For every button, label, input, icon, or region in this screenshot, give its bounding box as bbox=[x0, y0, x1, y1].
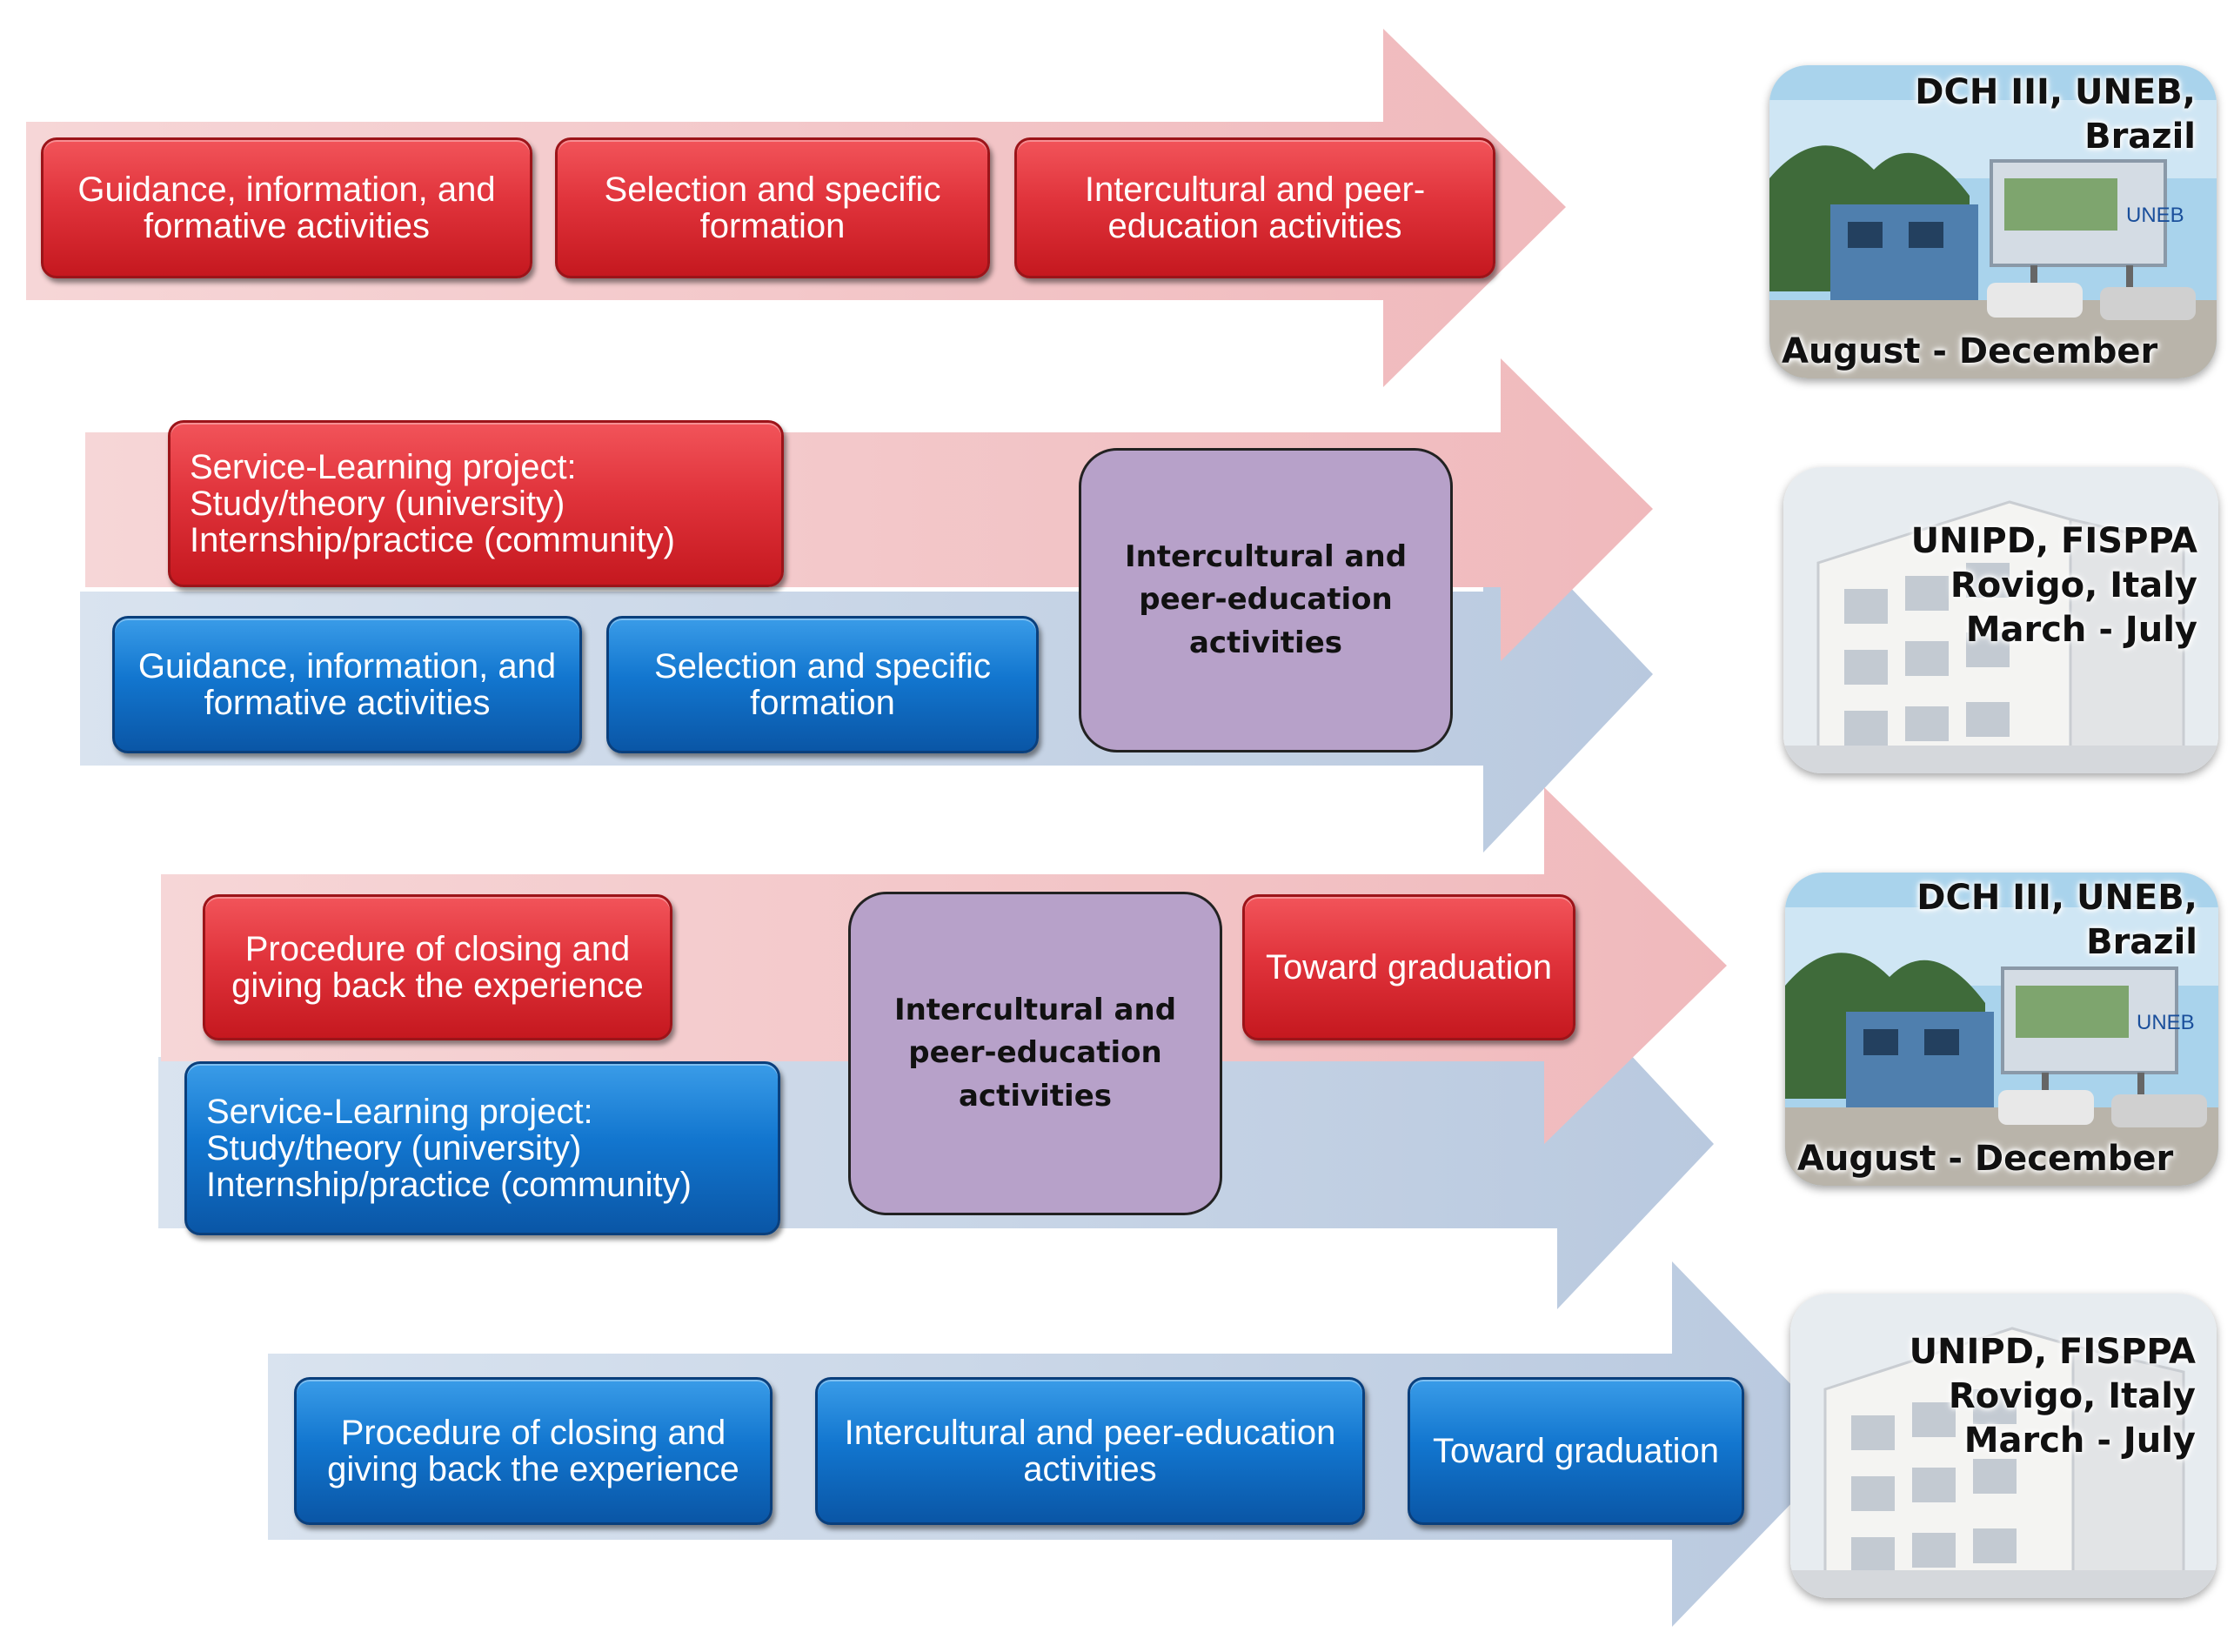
photo-unipd-1-line2: Rovigo, Italy bbox=[1950, 565, 2197, 606]
row1-box-selection: Selection and specific formation bbox=[555, 137, 990, 278]
photo-unipd-1: UNIPD, FISPPA Rovigo, Italy March - July bbox=[1783, 467, 2218, 773]
row2-purple-box-intercultural: Intercultural and peer-education activit… bbox=[1079, 448, 1453, 752]
row3-red-box-closing: Procedure of closing and giving back the… bbox=[203, 894, 672, 1040]
photo-unipd-1-line1: UNIPD, FISPPA bbox=[1910, 521, 2197, 561]
photo-unipd-2-line2: Rovigo, Italy bbox=[1948, 1376, 2196, 1417]
photo-uneb-1-dates: August - December bbox=[1782, 331, 2158, 371]
row3-blue-box-service-learning: Service-Learning project: Study/theory (… bbox=[184, 1061, 780, 1235]
row4-box-closing: Procedure of closing and giving back the… bbox=[294, 1377, 773, 1525]
building-photo-icon bbox=[1790, 1294, 2217, 1598]
photo-uneb-2-title: DCH III, UNEB, Brazil bbox=[1916, 878, 2197, 963]
row4-box-graduation: Toward graduation bbox=[1408, 1377, 1744, 1525]
row2-blue-box-selection: Selection and specific formation bbox=[606, 616, 1039, 753]
photo-uneb-1: UNEB DCH III, UNEB, Brazil August - Dece… bbox=[1769, 65, 2217, 378]
building-photo-icon: UNEB bbox=[1785, 873, 2218, 1186]
photo-unipd-1-line3: March - July bbox=[1965, 610, 2197, 651]
building-photo-icon: UNEB bbox=[1769, 65, 2217, 378]
row3-red-box-graduation: Toward graduation bbox=[1242, 894, 1575, 1040]
photo-unipd-2: UNIPD, FISPPA Rovigo, Italy March - July bbox=[1790, 1294, 2217, 1598]
row3-purple-box-intercultural: Intercultural and peer-education activit… bbox=[848, 892, 1222, 1215]
photo-uneb-1-title: DCH III, UNEB, Brazil bbox=[1915, 72, 2196, 157]
photo-unipd-1-text: UNIPD, FISPPA Rovigo, Italy March - July bbox=[1911, 519, 2197, 653]
row1-box-guidance: Guidance, information, and formative act… bbox=[41, 137, 532, 278]
photo-uneb-2: UNEB DCH III, UNEB, Brazil August - Dece… bbox=[1785, 873, 2218, 1186]
photo-uneb-2-dates: August - December bbox=[1797, 1139, 2174, 1179]
svg-text:UNEB: UNEB bbox=[2126, 204, 2184, 227]
row2-red-box-service-learning: Service-Learning project: Study/theory (… bbox=[168, 420, 784, 587]
photo-unipd-2-line1: UNIPD, FISPPA bbox=[1909, 1332, 2196, 1372]
row4-box-intercultural: Intercultural and peer-education activit… bbox=[815, 1377, 1365, 1525]
photo-unipd-2-line3: March - July bbox=[1963, 1421, 2196, 1461]
building-photo-icon bbox=[1783, 467, 2218, 773]
svg-text:UNEB: UNEB bbox=[2137, 1011, 2195, 1034]
row1-box-intercultural: Intercultural and peer-education activit… bbox=[1014, 137, 1495, 278]
row2-blue-box-guidance: Guidance, information, and formative act… bbox=[112, 616, 582, 753]
photo-unipd-2-text: UNIPD, FISPPA Rovigo, Italy March - July bbox=[1910, 1330, 2196, 1464]
